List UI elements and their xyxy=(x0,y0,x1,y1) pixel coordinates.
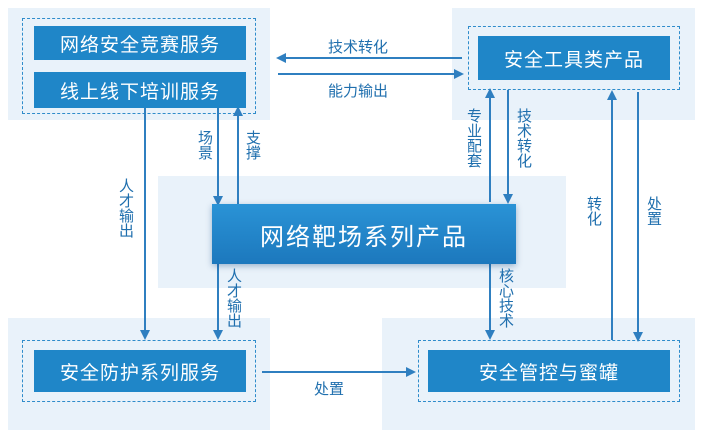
label-professional-support: 专业配套 xyxy=(465,108,483,168)
label-disposal-bottom: 处置 xyxy=(314,380,345,398)
cyber-range-box: 网络靶场系列产品 xyxy=(212,204,516,264)
bottom-left-dashed-frame xyxy=(22,340,256,402)
label-disposal-right: 处置 xyxy=(645,196,663,226)
label-support: 支撑 xyxy=(244,130,262,160)
label-tech-transfer-top: 技术转化 xyxy=(328,38,389,56)
label-conversion: 转化 xyxy=(585,196,603,226)
label-capability-output: 能力输出 xyxy=(328,82,389,100)
label-talent-output-center: 人才输出 xyxy=(225,268,243,328)
protection-service-box: 安全防护系列服务 xyxy=(34,350,246,392)
control-honeypot-box: 安全管控与蜜罐 xyxy=(428,350,670,392)
label-scene: 场景 xyxy=(196,130,214,160)
top-left-dashed-frame xyxy=(22,18,256,114)
competition-service-box: 网络安全竞赛服务 xyxy=(34,26,246,60)
label-talent-output-left: 人才输出 xyxy=(117,178,135,238)
bottom-right-dashed-frame xyxy=(418,340,680,402)
training-service-box: 线上线下培训服务 xyxy=(34,72,246,108)
label-tech-transfer-right: 技术转化 xyxy=(515,108,533,168)
top-right-dashed-frame xyxy=(468,26,680,90)
security-tools-box: 安全工具类产品 xyxy=(478,36,670,80)
label-core-tech: 核心技术 xyxy=(497,268,515,328)
